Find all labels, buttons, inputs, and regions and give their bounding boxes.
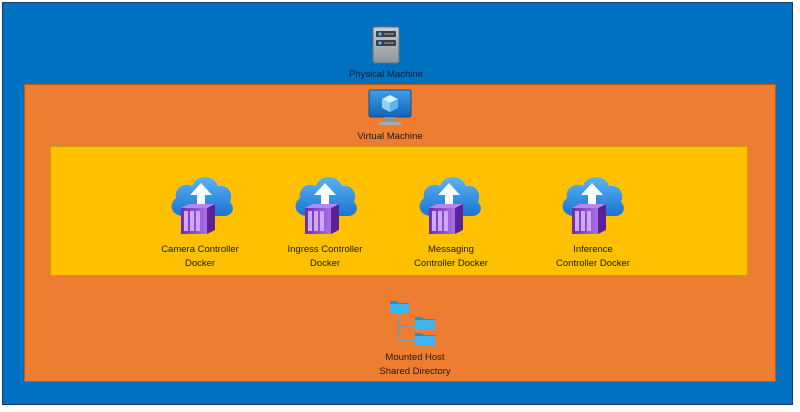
physical-machine-label: Physical Machine — [349, 69, 423, 80]
server-icon — [372, 26, 400, 64]
container-label-inference: Inference Controller Docker — [556, 244, 630, 269]
container-cloud-icon — [557, 170, 627, 238]
container-cloud-icon — [290, 170, 360, 238]
container-label-ingress: Ingress Controller Docker — [287, 244, 363, 269]
container-cloud-icon — [414, 170, 484, 238]
virtual-machine-label: Virtual Machine — [357, 131, 423, 142]
container-label-messaging: Messaging Controller Docker — [414, 244, 488, 269]
container-cloud-icon — [166, 170, 236, 238]
folder-tree-icon — [389, 298, 439, 350]
container-label-camera: Camera Controller Docker — [161, 244, 239, 269]
docker-area-box — [50, 146, 748, 276]
shared-directory-label: Mounted Host Shared Directory — [379, 352, 451, 377]
monitor-cube-icon — [367, 89, 413, 127]
